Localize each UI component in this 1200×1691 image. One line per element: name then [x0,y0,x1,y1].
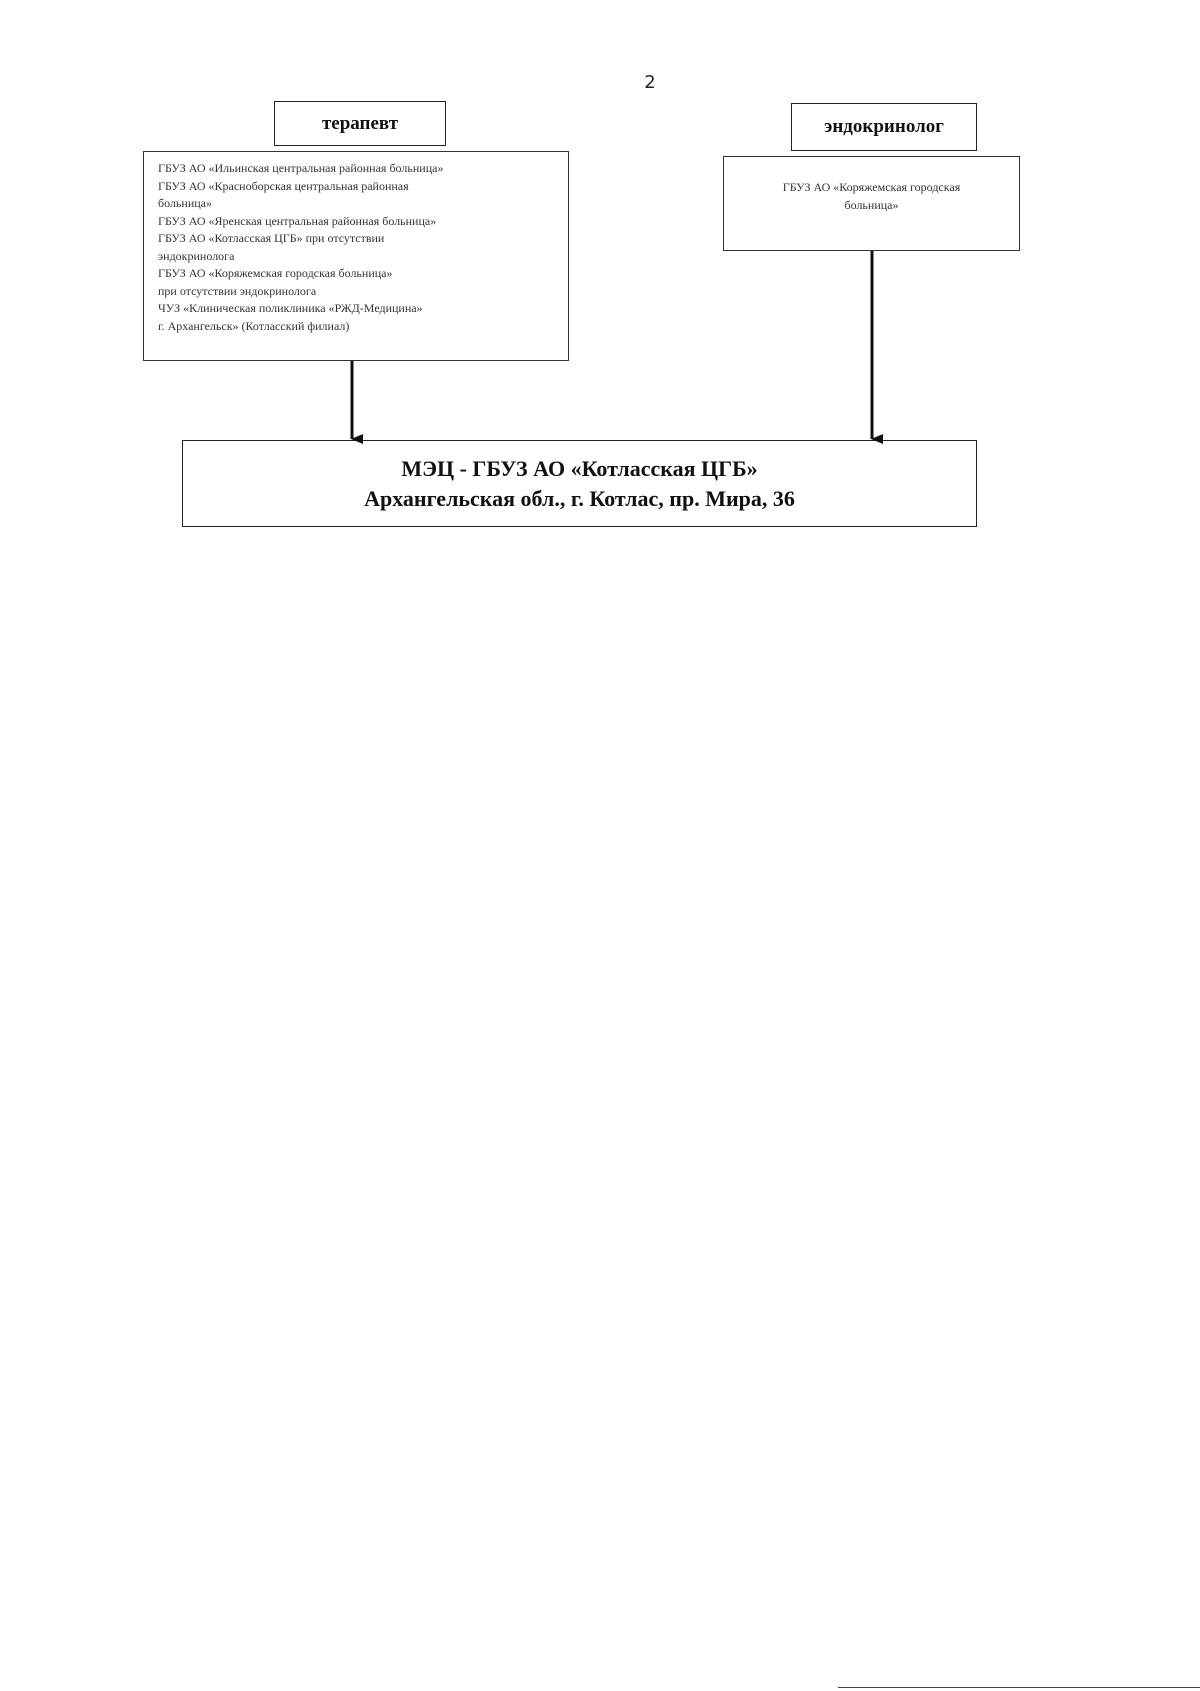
list-item: ГБУЗ АО «Коряжемская городская больница» [158,266,393,280]
endocrinologist-facilities-list: ГБУЗ АО «Коряжемская городская больница» [723,156,1020,251]
target-center-address: Архангельская обл., г. Котлас, пр. Мира,… [364,485,795,511]
list-item: г. Архангельск» (Котласский филиал) [158,318,350,333]
footer-rule [838,1687,1200,1688]
list-item: при отсутствии эндокринолога [158,283,317,298]
therapist-header-label: терапевт [321,112,399,134]
list-item: ГБУЗ АО «Яренская центральная районная б… [158,213,437,228]
list-item: больница» [158,196,212,210]
list-item: ЧУЗ «Клиническая поликлиника «РЖД-Медици… [158,301,423,315]
therapist-facilities-list: ГБУЗ АО «Ильинская центральная районная … [143,151,569,361]
list-item: эндокринолога [158,248,235,263]
endocrinologist-header-label: эндокринолог [824,116,944,137]
therapist-header: терапевт [274,101,446,146]
list-item: ГБУЗ АО «Красноборская центральная район… [158,178,409,193]
target-center-box: МЭЦ - ГБУЗ АО «Котласская ЦГБ» Архангель… [182,440,977,527]
list-item: ГБУЗ АО «Коряжемская городская [782,180,961,194]
list-item: ГБУЗ АО «Ильинская центральная районная … [158,161,444,175]
page-number: 2 [644,72,656,93]
list-item: больница» [844,197,899,212]
endocrinologist-header: эндокринолог [791,103,977,151]
target-center-name: МЭЦ - ГБУЗ АО «Котласская ЦГБ» [401,455,758,481]
list-item: ГБУЗ АО «Котласская ЦГБ» при отсутствии [158,231,385,245]
